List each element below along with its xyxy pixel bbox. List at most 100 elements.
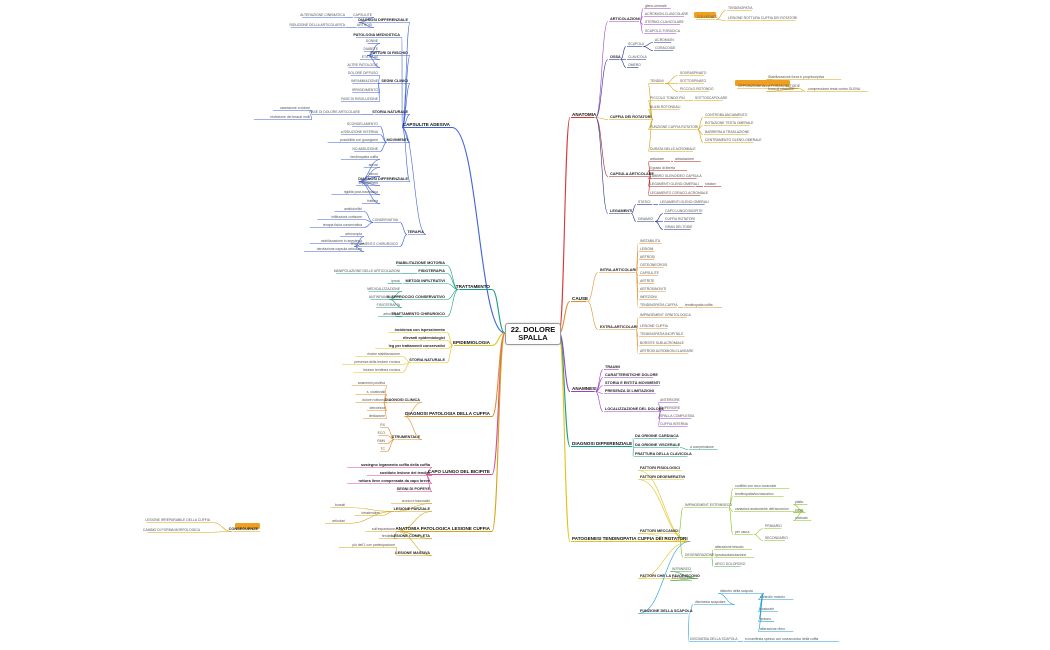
- node-cap-storia-a[interactable]: FASE DI DOLORE ARTICOLARE: [309, 110, 360, 114]
- node-an-artic-side1[interactable]: TENDINOPATIA: [728, 6, 753, 10]
- node-pg-2d1[interactable]: PRIMARIO: [765, 524, 782, 528]
- node-pg-1[interactable]: FATTORI MECCANICI: [640, 529, 678, 533]
- node-an-cuffia-2a[interactable]: SOTTOSCAPOLARE: [695, 96, 728, 100]
- node-ca-intra-1[interactable]: INSTABILITÀ: [640, 239, 661, 243]
- node-dp-clin[interactable]: DIAGNOSI CLINICA: [385, 398, 420, 402]
- node-ep-4[interactable]: STORIA NATURALE: [409, 358, 445, 362]
- node-capo-1[interactable]: sostegno legamento cuffia della cuffia: [361, 463, 431, 467]
- node-cap-cons-2[interactable]: infiltrazioni cortisone: [331, 215, 362, 219]
- node-cap-terapia[interactable]: TERAPIA: [407, 230, 424, 234]
- node-an-leg-2a[interactable]: CAPO LUNGO BICIPITE: [665, 209, 703, 213]
- node-pg-4c[interactable]: ARCO DOLOROSO: [715, 562, 746, 566]
- node-pg-3a[interactable]: alterazione tessuto: [715, 545, 744, 549]
- node-an-artic-2[interactable]: ACROMION-CLAVICOLARE: [645, 12, 689, 16]
- node-dd-3[interactable]: FRATTURA DELLA CLAVICOLA: [635, 452, 692, 456]
- node-am-3[interactable]: STORIA E ENTITÀ MOVIMENTI: [605, 380, 660, 385]
- node-am-4[interactable]: PRESENZA DI LIMITAZIONI: [605, 389, 654, 393]
- node-an-caps-1[interactable]: articolare: [650, 157, 664, 161]
- node-cap-chir-1[interactable]: artroscopia: [345, 232, 362, 236]
- node-ca-intra-9a[interactable]: tendinopatia cuffia: [685, 303, 713, 307]
- node-am-5d[interactable]: CUFFIA INTERNA: [660, 422, 689, 426]
- node-an-caps-3[interactable]: LABBRO GLENOIDEO CAPSULA: [650, 174, 702, 178]
- node-an-cuffia-4a[interactable]: CONTROBILANCIAMENTO: [705, 113, 748, 117]
- node-ap-side3[interactable]: CONSEGUENZE: [229, 527, 259, 531]
- node-cap-storia-a1[interactable]: ossessione a dolore: [280, 106, 310, 110]
- node-tr-4[interactable]: IL APPROCCIO CONSERVATIVO: [387, 295, 445, 299]
- node-dd-2[interactable]: DA ORIGINE VISCERALE: [635, 443, 681, 447]
- node-tr-3a[interactable]: ipnosi: [391, 279, 400, 283]
- node-pg-4a[interactable]: INTRINSECI: [672, 567, 691, 571]
- node-an-caps-1b[interactable]: articolazione: [675, 157, 694, 161]
- node-cap-diag[interactable]: DIAGNOSI DIFFERENZIALE: [358, 18, 408, 22]
- node-cap-movim-1[interactable]: NO ABDUZIONE: [352, 147, 378, 151]
- node-an-cuffia-3[interactable]: BULBI ROTONDALI: [650, 105, 681, 109]
- node-an-artic-4[interactable]: SCAPOLO-TORACICA: [645, 29, 681, 33]
- node-an-leg-2b[interactable]: CUFFIA ROTATORI: [665, 217, 695, 221]
- node-am-5a[interactable]: ANTERIORE: [660, 398, 681, 402]
- node-dp-clin-3[interactable]: dolore notturno: [362, 398, 385, 402]
- node-an-cuffia-side3[interactable]: compressione testa contro GLENA: [808, 87, 861, 91]
- node-ep-4a[interactable]: risolve stabilizzazione: [367, 352, 400, 356]
- node-dd-1[interactable]: DA ORIGINE CARDIACA: [635, 434, 679, 438]
- node-cap-cons[interactable]: CONSERVATIVA: [372, 218, 398, 222]
- node-cap-scong[interactable]: SCONGELAMENTO: [347, 122, 378, 126]
- node-ap-1d[interactable]: cronici e traumatici: [402, 499, 431, 503]
- node-ca-extra-1[interactable]: IMPINGEMENT ORNITOLOGICA: [640, 313, 691, 317]
- node-pg-5a[interactable]: discinesia scapolare: [695, 600, 726, 604]
- node-ap-1a[interactable]: bursali: [335, 503, 345, 507]
- node-tr-5[interactable]: TRATTAMENTO CHIRURGICO: [391, 312, 445, 316]
- node-anatpat[interactable]: ANATOMIA PATOLOGICA LESIONE CUFFIA: [395, 526, 490, 531]
- node-an-caps-4b[interactable]: rotatori: [705, 182, 716, 186]
- node-an-cuffia-4[interactable]: FUNZIONE CUFFIA ROTATORI: [650, 125, 698, 129]
- node-ap-1b[interactable]: intratendinei: [362, 511, 381, 515]
- node-capo-3[interactable]: rottura lieve compensata da capo breve: [358, 479, 430, 483]
- node-ca-extra-4[interactable]: BORSITE SUB-ACROMIALE: [640, 341, 685, 345]
- node-dp-clin-5[interactable]: limitazione: [369, 414, 385, 418]
- node-pg-2c[interactable]: variazioni anatomiche dell'acromion: [735, 507, 789, 511]
- node-ca-intra-3[interactable]: ARTROSI: [640, 255, 655, 259]
- node-cap-cons-3[interactable]: terapia fisica conservativa: [323, 223, 362, 227]
- node-an-cuffia-side[interactable]: OPPOSIZIONE ALLA FORZA DELTOIDE: [738, 84, 801, 88]
- node-ap-1c[interactable]: articolari: [332, 519, 345, 523]
- node-ca-intra-5[interactable]: CAPSULITE: [640, 271, 660, 275]
- node-cap-dd-1[interactable]: tendinopatia cuffia: [351, 155, 379, 159]
- node-an-artic-1[interactable]: gleno-omerale: [645, 4, 667, 8]
- node-cap-segni[interactable]: SEGNI CLINICI: [381, 79, 408, 83]
- node-tr-2a[interactable]: MANIPOLAZIONE DELLE ARTICOLAZIONI: [334, 269, 400, 273]
- node-cap-dd-2[interactable]: artrosi: [369, 163, 379, 167]
- node-capo-2[interactable]: sostituto lesione dei tendini: [380, 471, 430, 475]
- node-cap-segni-3[interactable]: IRRIGIDIMENTO: [352, 88, 378, 92]
- node-pg-5f[interactable]: alterazione ritmo: [760, 627, 785, 631]
- node-cap-chir-3[interactable]: derotazione capsula articolare: [317, 247, 362, 251]
- node-cause[interactable]: CAUSE: [572, 296, 588, 301]
- node-cap-diag-a[interactable]: CAPSULITE: [353, 13, 373, 17]
- node-pg-2c1[interactable]: piatto: [795, 500, 803, 504]
- node-tr-3[interactable]: METODI INFILTRATIVI: [406, 279, 445, 283]
- node-cap-diag-a1[interactable]: ALTERAZIONE CINEMATICA: [300, 13, 346, 17]
- node-ap-1[interactable]: LESIONE PARZIALE: [394, 507, 431, 511]
- node-ca-intra[interactable]: INTRA-ARTICOLARI: [600, 268, 636, 272]
- node-ap-side1[interactable]: LESIONE IRREPARABILE DELLA CUFFIA: [145, 518, 210, 522]
- node-ap-2a[interactable]: sull'espansione: [372, 527, 395, 531]
- node-an-cuffia-1b[interactable]: SOTTOSPINATO: [680, 79, 707, 83]
- node-an-leg-1[interactable]: STATICI: [638, 200, 651, 204]
- node-pg-4b[interactable]: ESTRINSECI: [672, 576, 692, 580]
- node-pg-3b[interactable]: ipovascolarizzazione: [715, 553, 746, 557]
- node-pg-2[interactable]: IMPINGEMENT ESTRINSECO: [685, 503, 732, 507]
- node-ca-extra-5[interactable]: ARTROSI ACROMION-CLAVEARE: [640, 349, 694, 353]
- node-pg-5b[interactable]: disturbo della scapola: [720, 589, 753, 593]
- node-cap-segni-2[interactable]: INFIAMMAZIONE: [351, 79, 379, 83]
- node-cap-diagdiff[interactable]: DIAGNOSI DIFFERENZIALE: [358, 177, 408, 181]
- node-am-2[interactable]: CARATTERISTICHE DOLORE: [605, 373, 658, 377]
- node-cap-dd-3[interactable]: tumori: [369, 172, 379, 176]
- node-ap-3[interactable]: LESIONE MASSIVA: [395, 551, 430, 555]
- node-cap-fatt[interactable]: FATTORI DI RISCHIO: [370, 51, 408, 55]
- node-ap-3a[interactable]: più dell'1 con partecipazione: [352, 543, 395, 547]
- node-ca-intra-8[interactable]: INFEZIONI: [640, 295, 657, 299]
- node-an-ossa-1[interactable]: SCAPOLA: [628, 42, 645, 46]
- node-dp-clin-4[interactable]: debolezza: [370, 406, 386, 410]
- node-an-leg-2c[interactable]: GRAN DELTOIDE: [665, 225, 693, 229]
- node-an-cuffia-4d[interactable]: CENTRAMENTO GLENO-OMERALE: [705, 138, 762, 142]
- node-ca-intra-9[interactable]: TENDINOPATIA CUFFIA: [640, 303, 678, 307]
- node-am-5[interactable]: LOCALIZZAZIONE DEL DOLORE: [605, 407, 664, 411]
